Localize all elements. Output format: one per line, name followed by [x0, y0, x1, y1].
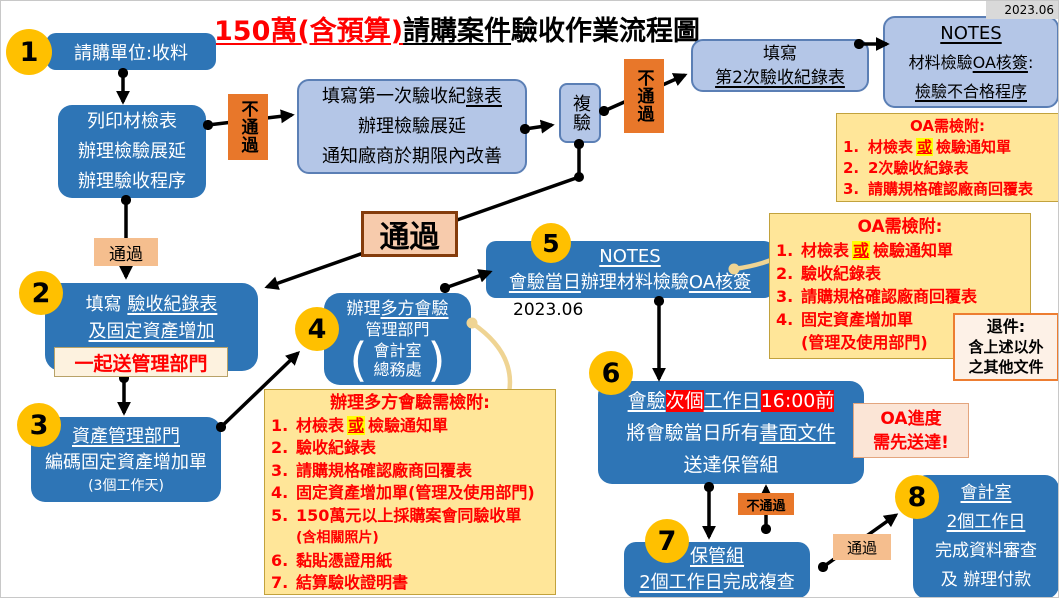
notes-line2: 材料檢驗OA核簽: — [908, 52, 1034, 72]
paren-right: ) — [427, 333, 446, 387]
page-title: 150萬(含預算)請購案件驗收作業流程圖 — [214, 9, 700, 48]
fail-label-3: 不通過 — [738, 493, 794, 515]
step3-line2: 編碼固定資產增加單 — [45, 451, 207, 473]
step8-line4: 及 辦理付款 — [940, 570, 1032, 590]
pass-label-2: 通過 — [833, 534, 891, 560]
second-record-line2: 第2次驗收紀錄表 — [715, 67, 845, 88]
step8-badge: 8 — [895, 475, 939, 519]
checklist-item6: 6.黏貼憑證用紙 — [271, 550, 393, 570]
reject-line3: 之其他文件 — [968, 358, 1044, 376]
step6-line1: 會驗次個工作日16:00前 — [627, 389, 835, 412]
oa-note-top-item2: 2.2次驗收紀錄表 — [843, 159, 969, 177]
callout-step4-checklist — [466, 317, 513, 396]
title-underlined: 請購案件 — [403, 16, 512, 47]
step8-line2: 2個工作日 — [946, 512, 1026, 532]
step5-badge: 5 — [531, 223, 571, 263]
step4-box: 辦理多方會驗 管理部門 ( 會計室 總務處 ) — [324, 293, 471, 385]
step3-badge: 3 — [17, 403, 61, 447]
oa-note-mid-item1: 1.材檢表或檢驗通知單 — [776, 241, 954, 260]
oa-note-mid-title: OA需檢附: — [857, 217, 943, 237]
step4-paren-group: ( 會計室 總務處 ) — [349, 333, 446, 387]
print-line2: 辦理檢驗展延 — [78, 140, 186, 162]
step2-badge: 2 — [19, 271, 63, 315]
step5-box: NOTES 會驗當日辦理材料檢驗OA核簽 — [486, 241, 774, 298]
oa-note-top: OA需檢附: 1.材檢表或檢驗通知單 2.2次驗收紀錄表 3.請購規格確認廠商回… — [836, 113, 1058, 202]
step3-box: 資產管理部門 編碼固定資產增加單 (3個工作天) — [31, 417, 221, 502]
oa-note-top-title: OA需檢附: — [910, 117, 985, 135]
checklist-item5b: (含相關照片) — [296, 530, 379, 546]
step5-line2: 會驗當日辦理材料檢驗OA核簽 — [508, 271, 752, 293]
recheck-box: 複驗 — [559, 83, 601, 143]
pass-label-1: 通過 — [94, 238, 158, 266]
step8-line1: 會計室 — [960, 483, 1012, 503]
multiparty-checklist: 辦理多方會驗需檢附: 1.材檢表或檢驗通知單 2.驗收紀錄表 3.請購規格確認廠… — [264, 389, 556, 595]
step1-box: 請購單位:收料 — [46, 33, 216, 70]
paren-left: ( — [349, 333, 368, 387]
step2-line2: 及固定資產增加 — [88, 321, 215, 342]
step7-line1: 保管組 — [690, 546, 744, 567]
oa-note-top-item3: 3.請購規格確認廠商回覆表 — [843, 180, 1034, 198]
step6-line3: 送達保管組 — [683, 453, 779, 476]
fail-label-2: 不通過 — [624, 59, 664, 133]
checklist-item7: 7.結算驗收證明書 — [271, 573, 409, 592]
step2-line1: 填寫 驗收紀錄表 — [85, 294, 218, 315]
checklist-item2: 2.驗收紀錄表 — [271, 438, 377, 457]
step1-badge: 1 — [6, 29, 52, 75]
print-line3: 辦理驗收程序 — [78, 170, 186, 192]
checklist-item4: 4.固定資產增加單(管理及使用部門) — [271, 483, 535, 502]
step6-box: 會驗次個工作日16:00前 將會驗當日所有書面文件 送達保管組 — [598, 381, 864, 484]
second-record-line1: 填寫 — [763, 43, 797, 64]
step3-line1: 資產管理部門 — [72, 425, 180, 447]
checklist-item5: 5.150萬元以上採購案會同驗收單 — [271, 505, 522, 525]
oa-progress-line2: 需先送達! — [873, 432, 949, 453]
first-record-line2: 辦理檢驗展延 — [358, 115, 466, 137]
oa-progress-note: OA進度 需先送達! — [853, 403, 969, 458]
oa-note-top-item1: 1.材檢表或檢驗通知單 — [843, 138, 1012, 156]
pass-big-box: 通過 — [361, 211, 458, 257]
step6-badge: 6 — [589, 351, 633, 395]
oa-note-mid-item3: 3.請購規格確認廠商回覆表 — [776, 287, 978, 306]
oa-note-mid-item2: 2.驗收紀錄表 — [776, 264, 882, 283]
step4-line1: 辦理多方會驗 — [346, 299, 449, 319]
step5-title: NOTES — [599, 245, 661, 267]
step6-line2: 將會驗當日所有書面文件 — [626, 421, 836, 444]
step4-badge: 4 — [295, 307, 339, 351]
revision-date: 2023.06 — [986, 1, 1058, 19]
oa-note-mid-item4: 4.固定資產增加單 — [776, 310, 914, 329]
fail-label-1: 不通過 — [228, 94, 268, 160]
oa-progress-line1: OA進度 — [880, 408, 942, 429]
first-record-line1: 填寫第一次驗收紀錄表 — [322, 85, 502, 107]
checklist-title: 辦理多方會驗需檢附: — [330, 393, 490, 413]
checklist-item1: 1.材檢表或檢驗通知單 — [271, 415, 449, 435]
notes-line3: 檢驗不合格程序 — [914, 81, 1027, 101]
notes-topright-box: NOTES 材料檢驗OA核簽: 檢驗不合格程序 — [883, 16, 1058, 108]
step3-line3: (3個工作天) — [88, 477, 164, 494]
title-rest: 驗收作業流程圖 — [511, 16, 701, 47]
first-record-line3: 通知廠商於期限內改善 — [322, 145, 502, 167]
step5-date: 2023.06 — [513, 300, 584, 320]
step4-paren-line2: 總務處 — [373, 360, 422, 379]
step4-line2: 管理部門 — [365, 320, 430, 339]
print-inspection-box: 列印材檢表 辦理檢驗展延 辦理驗收程序 — [58, 105, 206, 198]
title-amount: 150萬(含預算) — [214, 16, 404, 47]
notes-title: NOTES — [940, 22, 1002, 44]
oa-note-mid-item4b: (管理及使用部門) — [801, 333, 928, 352]
second-record-box: 填寫 第2次驗收紀錄表 — [691, 39, 869, 92]
reject-title: 退件: — [986, 317, 1026, 336]
step4-paren-line1: 會計室 — [373, 341, 422, 360]
step7-line2: 2個工作日完成複查 — [639, 572, 795, 593]
step7-badge: 7 — [645, 519, 689, 563]
reject-line2: 含上述以外 — [968, 338, 1044, 356]
oa-note-mid: OA需檢附: 1.材檢表或檢驗通知單 2.驗收紀錄表 3.請購規格確認廠商回覆表… — [769, 213, 1031, 359]
checklist-item3: 3.請購規格確認廠商回覆表 — [271, 460, 473, 480]
print-line1: 列印材檢表 — [87, 110, 177, 132]
reject-note: 退件: 含上述以外 之其他文件 — [953, 313, 1058, 381]
first-record-box: 填寫第一次驗收紀錄表 辦理檢驗展延 通知廠商於期限內改善 — [297, 79, 527, 174]
step8-line3: 完成資料審查 — [935, 541, 1037, 561]
step2-subnote: 一起送管理部門 — [54, 347, 228, 377]
